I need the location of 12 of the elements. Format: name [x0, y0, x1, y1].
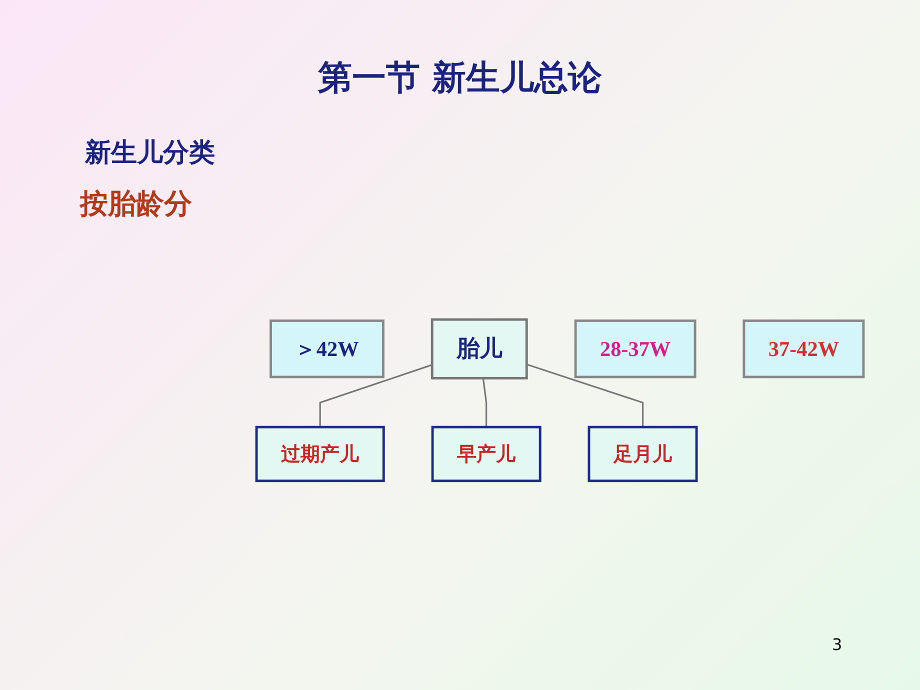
node-box: 37-42W	[742, 319, 865, 378]
connector	[482, 378, 488, 427]
node-box: 早产儿	[431, 426, 542, 482]
node-box: ＞42W	[270, 319, 384, 378]
page-number: 3	[832, 635, 842, 654]
node-box: 过期产儿	[255, 426, 385, 482]
node-box: 28-37W	[574, 319, 696, 378]
subheading: 按胎龄分	[80, 186, 192, 222]
slide-title: 第一节 新生儿总论	[317, 57, 603, 100]
connector	[526, 363, 644, 427]
subheading: 新生儿分类	[85, 137, 215, 170]
connector	[319, 364, 432, 427]
